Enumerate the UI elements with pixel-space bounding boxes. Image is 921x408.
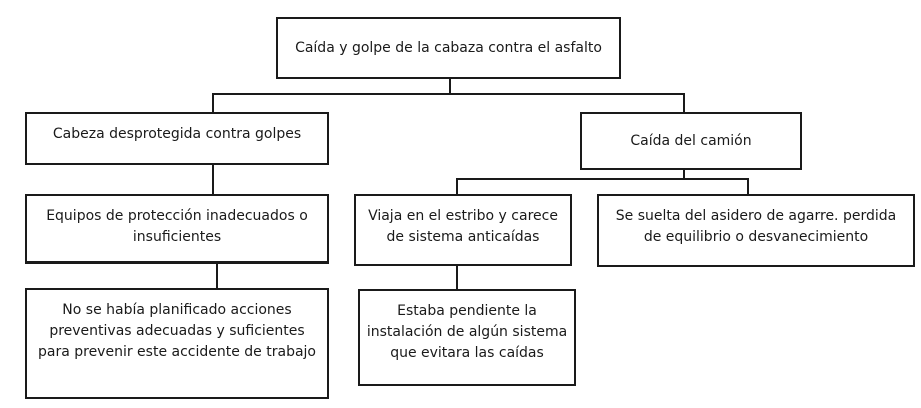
connector-left-to-child (212, 163, 214, 195)
node-left-grandchild: No se había planificado acciones prevent… (25, 288, 329, 399)
node-left-grandchild-text: No se había planificado acciones prevent… (37, 302, 316, 360)
node-left-text: Cabeza desprotegida contra golpes (52, 126, 302, 142)
node-root-text: Caída y golpe de la cabaza contra el asf… (295, 39, 602, 56)
node-left-child: Equipos de protección inadecuados o insu… (25, 194, 329, 264)
connector-right-down (683, 169, 685, 179)
connector-root-down (449, 78, 451, 94)
connector-right-a-to-grandchild (456, 265, 458, 290)
connector-left-child-to-grandchild (216, 263, 218, 289)
node-left-child-text: Equipos de protección inadecuados o insu… (46, 208, 308, 245)
node-right-a-grandchild: Estaba pendiente la instalación de algún… (358, 289, 576, 386)
node-right-text: Caída del camión (630, 132, 752, 149)
node-right: Caída del camión (580, 112, 802, 170)
node-root: Caída y golpe de la cabaza contra el asf… (276, 17, 621, 79)
node-right-a: Viaja en el estribo y carece de sistema … (354, 194, 572, 266)
connector-root-bar (212, 93, 685, 95)
node-left: Cabeza desprotegida contra golpes (25, 112, 329, 165)
connector-to-right-a (456, 178, 458, 195)
node-right-b: Se suelta del asidero de agarre. perdida… (597, 194, 915, 267)
connector-right-bar (456, 178, 749, 180)
connector-to-left (212, 93, 214, 113)
node-right-b-text: Se suelta del asidero de agarre. perdida… (615, 208, 897, 245)
node-right-a-grandchild-text: Estaba pendiente la instalación de algún… (366, 303, 568, 361)
connector-to-right-b (747, 178, 749, 195)
node-right-a-text: Viaja en el estribo y carece de sistema … (368, 208, 558, 245)
connector-to-right (683, 93, 685, 113)
